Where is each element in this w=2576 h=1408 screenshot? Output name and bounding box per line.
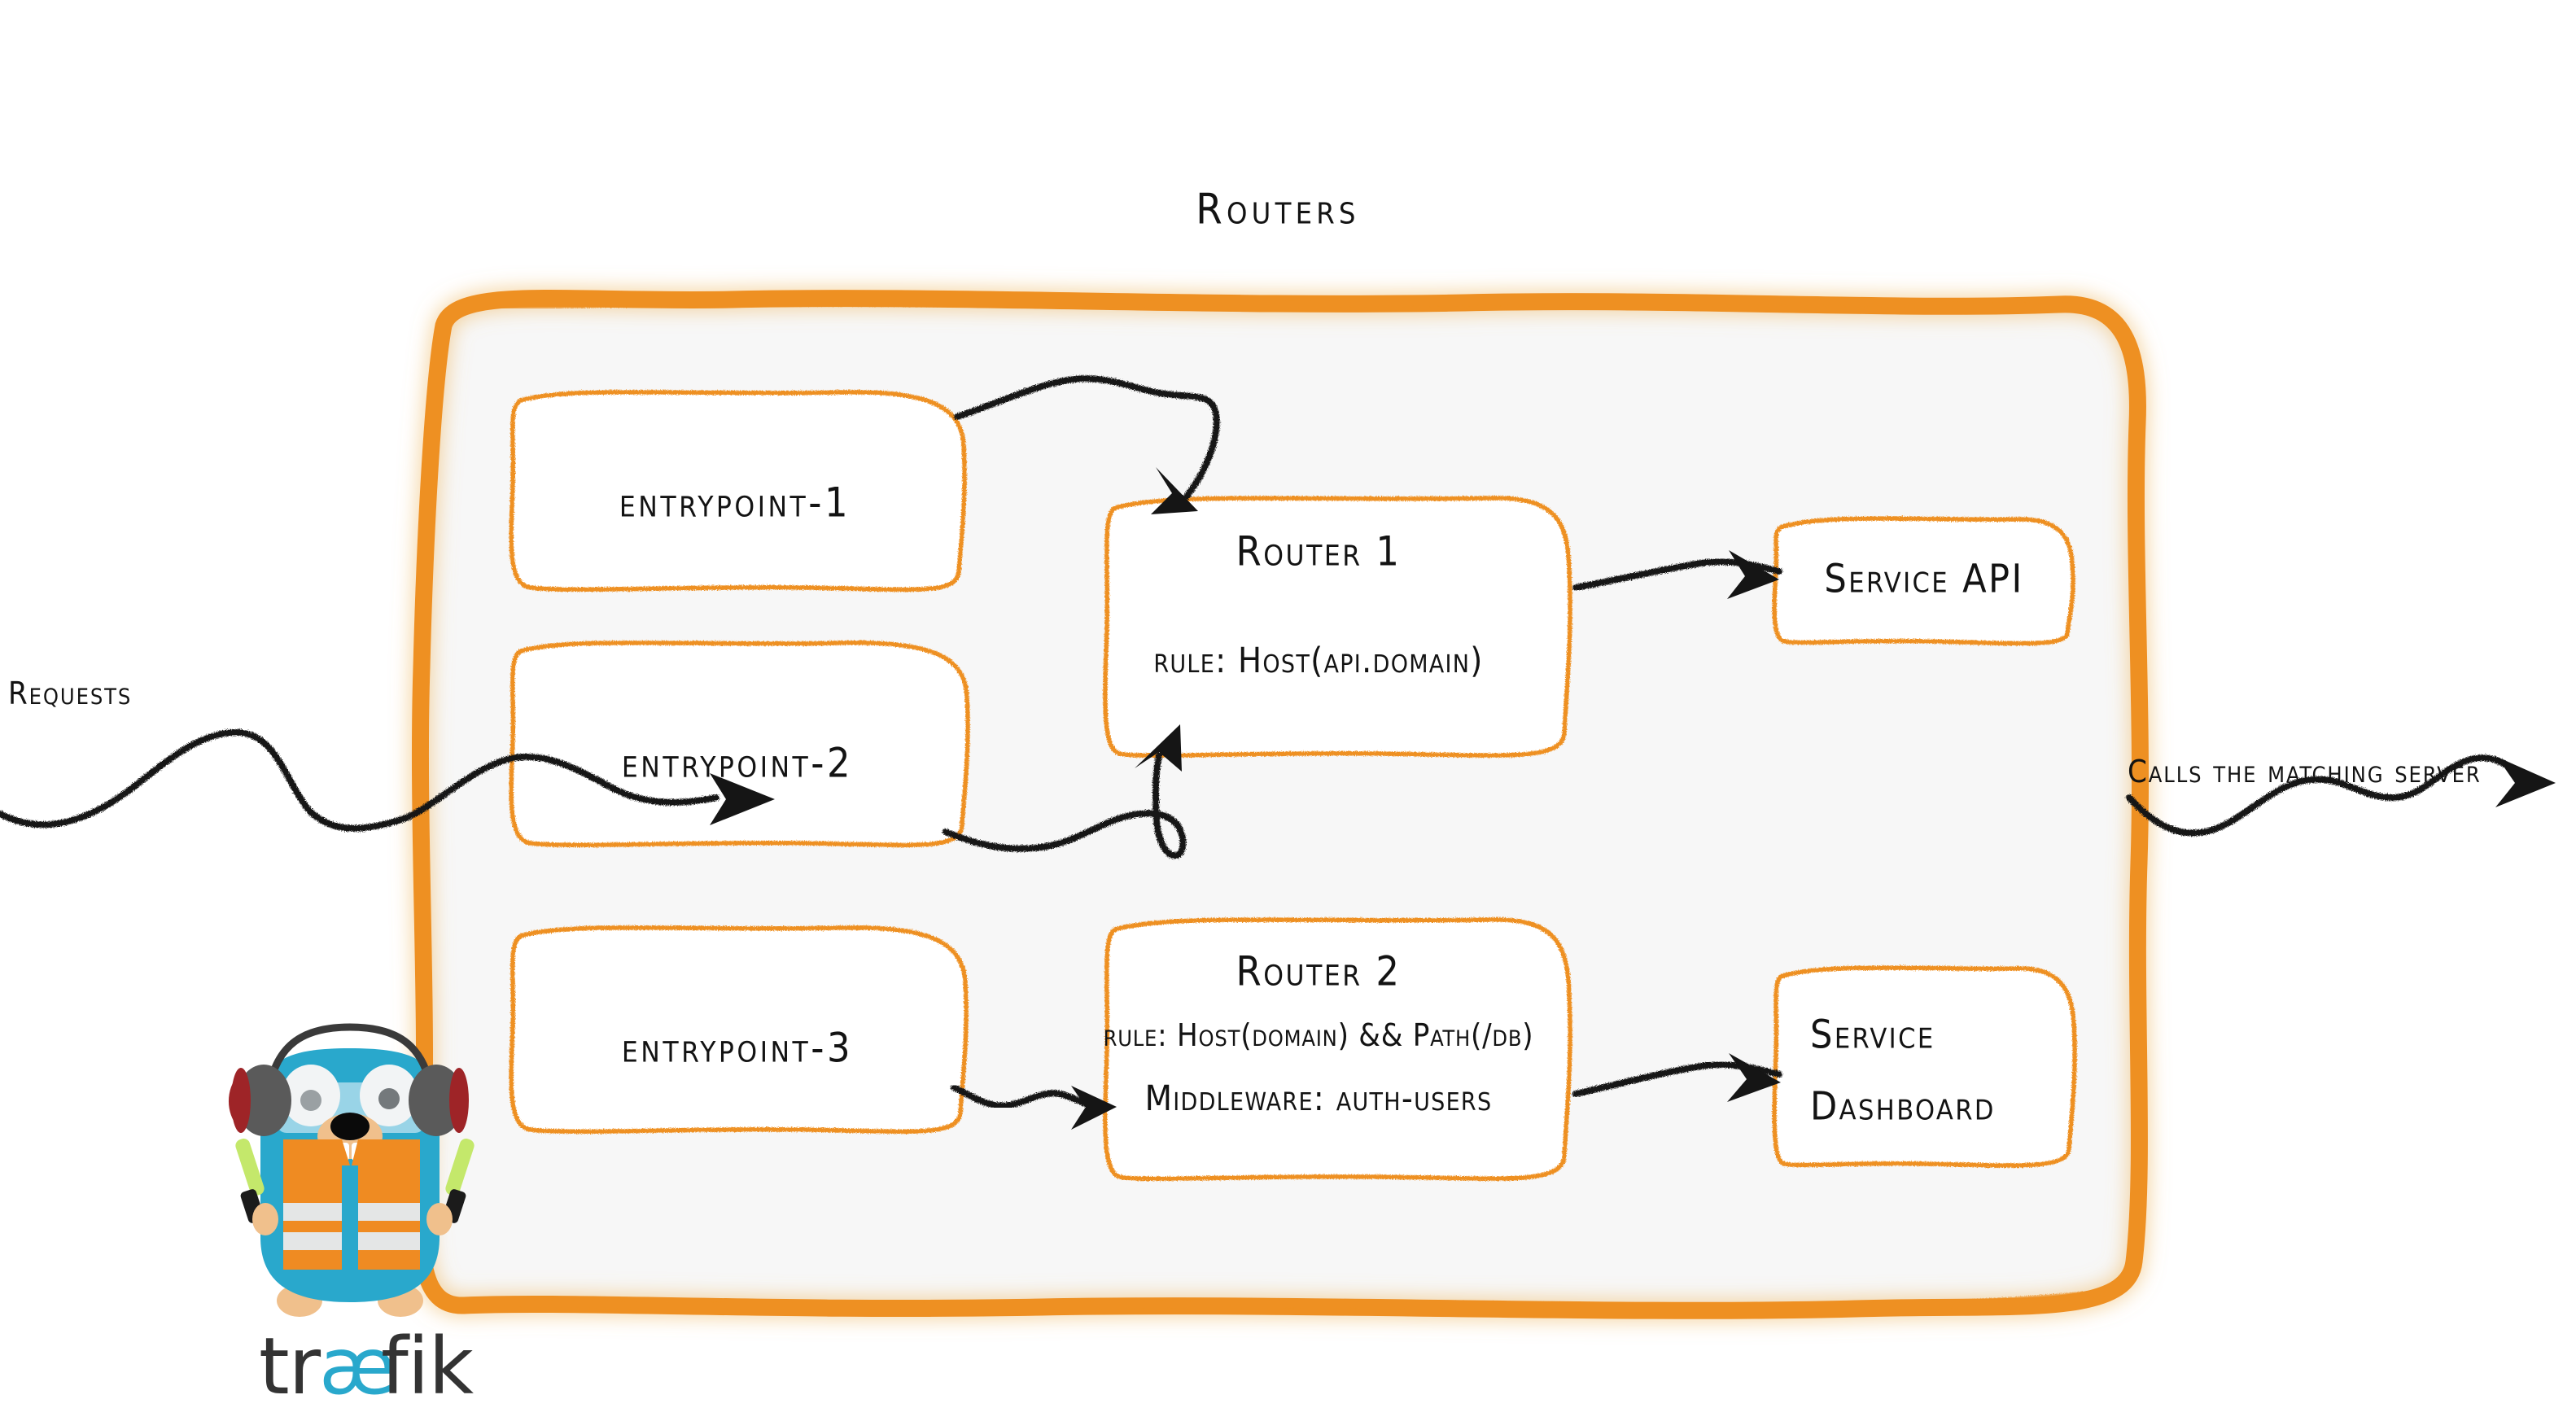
router-1-rule: rule: Host(api.domain)	[1153, 640, 1484, 681]
requests-caption: Requests	[8, 675, 133, 711]
entrypoint-1-label: entrypoint-1	[619, 479, 851, 527]
service-dashboard-label-line1: Service	[1810, 1012, 1935, 1058]
router-1-title: Router 1	[1236, 527, 1402, 575]
service-dashboard-label-line2: Dashboard	[1810, 1083, 1996, 1130]
arrow-entrypoint3-router2	[951, 1084, 1117, 1130]
entrypoint-3-label: entrypoint-3	[621, 1024, 854, 1072]
arrow-entrypoint1-router1	[954, 375, 1220, 514]
service-api-label: Service API	[1824, 556, 2024, 602]
service-box-dashboard[interactable]	[1772, 965, 2077, 1168]
arrow-entrypoint2-router1	[942, 724, 1187, 859]
arrow-router2-servicedashboard	[1572, 1053, 1782, 1102]
router-2-rule: rule: Host(domain) && Path(/db)	[1103, 1017, 1534, 1053]
svg-text:tr: tr	[259, 1321, 321, 1408]
traefik-gopher-icon	[228, 1023, 475, 1317]
routers-panel	[411, 290, 2150, 1319]
router-2-middleware: Middleware: auth-users	[1144, 1078, 1493, 1119]
svg-text:fik: fik	[381, 1321, 474, 1408]
entrypoint-2-label: entrypoint-2	[621, 739, 854, 787]
traefik-wordmark: tr æ fik	[259, 1321, 475, 1408]
svg-text:æ: æ	[319, 1321, 395, 1408]
router-2-title: Router 2	[1236, 947, 1402, 995]
calls-matching-server-caption: Calls the matching server	[2128, 753, 2482, 789]
page-title: Routers	[1196, 185, 1360, 234]
arrow-router1-serviceapi	[1572, 550, 1782, 599]
